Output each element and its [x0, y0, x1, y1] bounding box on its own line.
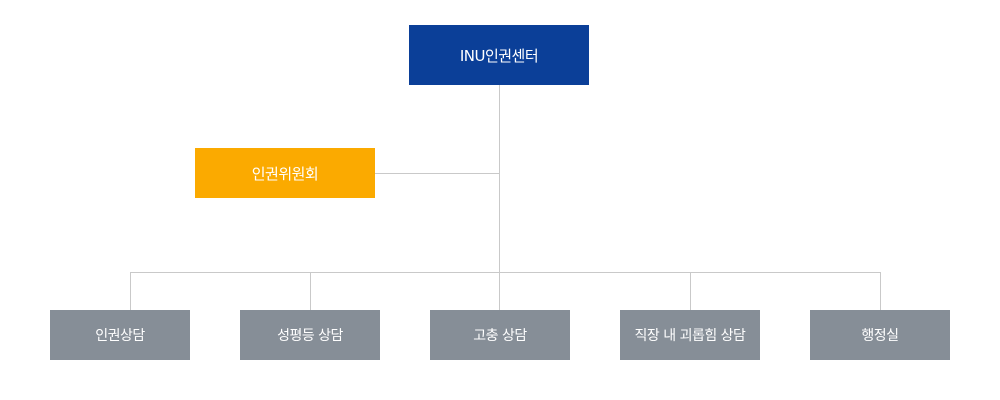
- department-node-label: 직장 내 괴롭힘 상담: [634, 328, 746, 344]
- department-node-label: 고충 상담: [473, 328, 527, 344]
- committee-node-label: 인권위원회: [251, 164, 319, 183]
- department-node-workplace-harassment-counseling: 직장 내 괴롭힘 상담: [620, 310, 760, 360]
- department-node-grievance-counseling: 고충 상담: [430, 310, 570, 360]
- connector-drop-4: [690, 272, 691, 310]
- department-node-gender-equality-counseling: 성평등 상담: [240, 310, 380, 360]
- department-node-label: 성평등 상담: [277, 328, 343, 344]
- connector-drop-2: [310, 272, 311, 310]
- department-node-administration-office: 행정실: [810, 310, 950, 360]
- root-node-label: INU인권센터: [459, 46, 539, 65]
- committee-node: 인권위원회: [195, 148, 375, 198]
- department-node-label: 인권상담: [95, 328, 145, 344]
- connector-root-trunk: [499, 85, 500, 273]
- connector-department-bus: [130, 272, 881, 273]
- connector-drop-1: [130, 272, 131, 310]
- department-node-human-rights-counseling: 인권상담: [50, 310, 190, 360]
- connector-drop-5: [880, 272, 881, 310]
- connector-committee-branch: [375, 173, 500, 174]
- department-node-label: 행정실: [861, 328, 899, 344]
- root-node: INU인권센터: [409, 25, 589, 85]
- connector-drop-3: [499, 272, 500, 310]
